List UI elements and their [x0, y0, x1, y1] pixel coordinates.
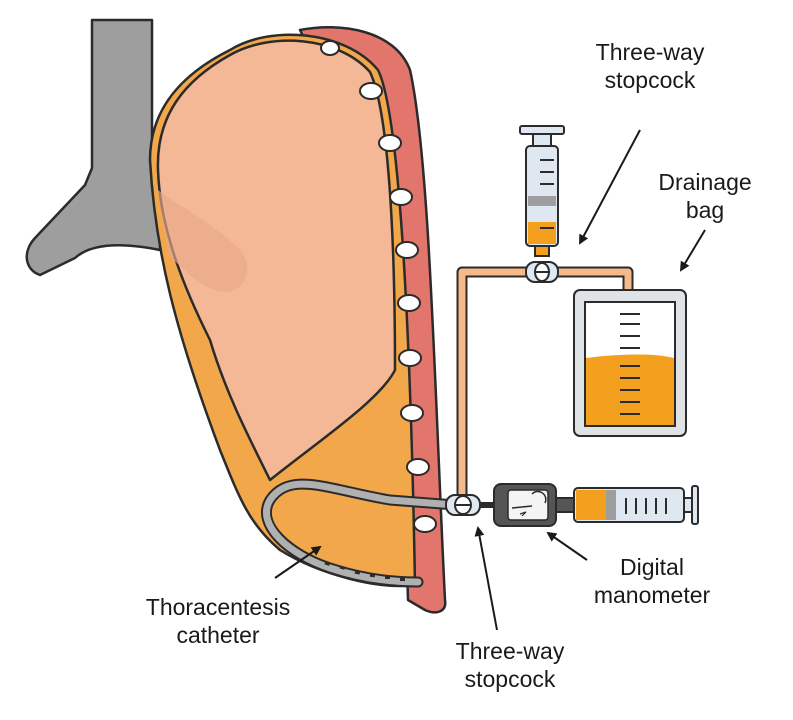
- bronchus-overlay: [158, 190, 248, 292]
- arrow-bottom-stopcock: [474, 526, 498, 631]
- arrow-top-stopcock: [579, 129, 641, 245]
- label-three-way-stopcock-top: Three-way stopcock: [595, 39, 705, 93]
- arrows: [274, 129, 706, 631]
- rib: [398, 349, 422, 367]
- label-thoracentesis-catheter: Thoracentesis catheter: [145, 594, 291, 648]
- trachea: [25, 18, 162, 277]
- arrow-thoracentesis-catheter: [274, 545, 322, 579]
- top-stopcock: [525, 261, 559, 283]
- rib: [320, 40, 340, 56]
- digital-manometer: [480, 483, 575, 527]
- rib: [413, 515, 437, 533]
- rib: [359, 82, 383, 100]
- rib: [397, 294, 421, 312]
- arrow-digital-manometer: [546, 531, 588, 561]
- label-drainage-bag: Drainage bag: [658, 169, 752, 223]
- label-digital-manometer: Digital manometer: [593, 554, 711, 608]
- drainage-bag: [573, 289, 687, 437]
- arrow-drainage-bag: [679, 229, 706, 272]
- top-syringe: [519, 125, 565, 257]
- lung: [156, 39, 397, 482]
- rib: [395, 241, 419, 259]
- thoracentesis-catheter: [261, 478, 461, 588]
- rib: [400, 404, 424, 422]
- right-syringe: [573, 485, 699, 525]
- rib: [406, 458, 430, 476]
- rib: [389, 188, 413, 206]
- bottom-stopcock: [445, 494, 481, 516]
- label-three-way-stopcock-bottom: Three-way stopcock: [455, 638, 565, 692]
- rib: [378, 134, 402, 152]
- ribs: [320, 40, 437, 533]
